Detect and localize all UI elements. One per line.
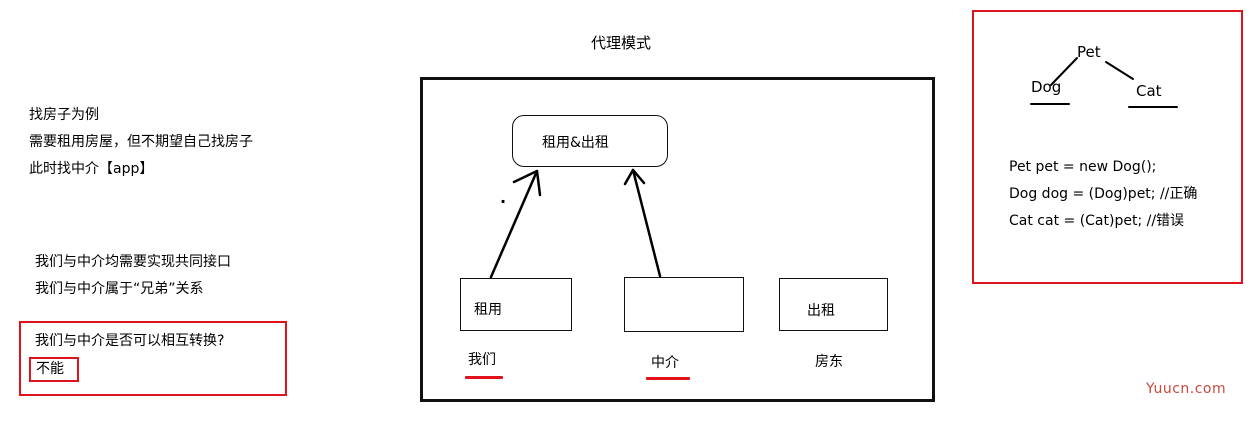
role-landlord: 房东 bbox=[815, 354, 843, 370]
cat-label: Cat bbox=[1136, 82, 1162, 100]
lease-box-label: 出租 bbox=[807, 303, 835, 319]
dog-label: Dog bbox=[1031, 78, 1062, 96]
role-agent-underline bbox=[646, 377, 690, 380]
question-text: 我们与中介是否可以相互转换? bbox=[35, 333, 225, 349]
agent-box bbox=[624, 277, 744, 332]
answer-box bbox=[29, 357, 79, 382]
stray-dot: · bbox=[500, 192, 507, 211]
code-line-1: Pet pet = new Dog(); bbox=[1009, 159, 1157, 175]
interface-box bbox=[512, 115, 668, 167]
rent-box-label: 租用 bbox=[474, 302, 502, 318]
note-line-2: 需要租用房屋，但不期望自己找房子 bbox=[29, 134, 253, 150]
role-agent: 中介 bbox=[651, 355, 679, 371]
watermark: Yuucn.com bbox=[1146, 381, 1227, 397]
interface-label: 租用&出租 bbox=[542, 135, 609, 151]
rent-box bbox=[460, 278, 572, 331]
note-line-1: 找房子为例 bbox=[29, 107, 99, 123]
answer-text: 不能 bbox=[36, 361, 64, 377]
pet-label: Pet bbox=[1077, 43, 1101, 61]
lease-box bbox=[779, 278, 888, 331]
code-line-3: Cat cat = (Cat)pet; //错误 bbox=[1009, 213, 1185, 229]
page-title: 代理模式 bbox=[591, 34, 652, 52]
note-line-5: 我们与中介属于“兄弟”关系 bbox=[35, 281, 204, 297]
cast-example-box bbox=[972, 10, 1243, 284]
note-line-3: 此时找中介【app】 bbox=[29, 161, 154, 177]
diagram-frame bbox=[420, 77, 935, 402]
role-us: 我们 bbox=[468, 352, 496, 368]
role-us-underline bbox=[465, 376, 503, 379]
code-line-2: Dog dog = (Dog)pet; //正确 bbox=[1009, 186, 1198, 202]
note-line-4: 我们与中介均需要实现共同接口 bbox=[35, 254, 231, 270]
question-box bbox=[19, 321, 287, 396]
